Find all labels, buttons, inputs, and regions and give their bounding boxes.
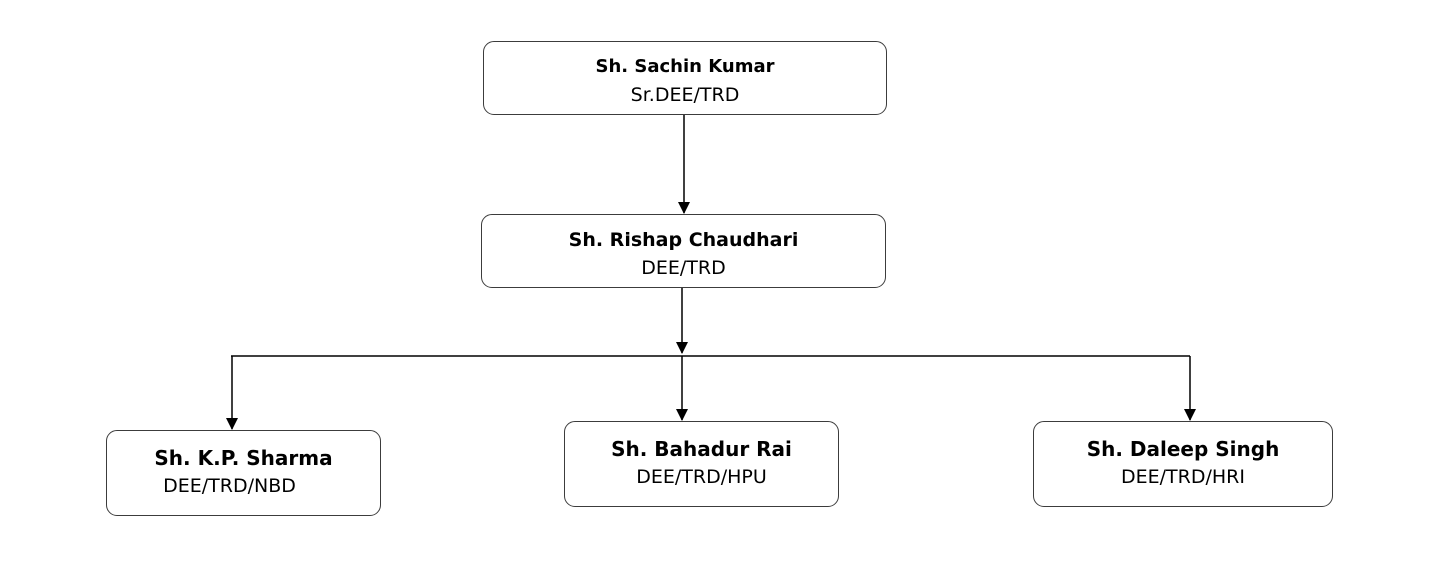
- org-node-child-right: Sh. Daleep Singh DEE/TRD/HRI: [1033, 421, 1333, 507]
- org-node-root: Sh. Sachin Kumar Sr.DEE/TRD: [483, 41, 887, 115]
- node-role: DEE/TRD/HRI: [1121, 466, 1245, 488]
- node-name: Sh. Rishap Chaudhari: [568, 229, 799, 251]
- node-role: DEE/TRD: [641, 257, 726, 279]
- node-role: DEE/TRD/NBD: [163, 475, 296, 497]
- org-node-child-left: Sh. K.P. Sharma DEE/TRD/NBD: [106, 430, 381, 516]
- node-name: Sh. Sachin Kumar: [595, 56, 775, 77]
- node-role: Sr.DEE/TRD: [630, 84, 740, 106]
- org-node-child-center: Sh. Bahadur Rai DEE/TRD/HPU: [564, 421, 839, 507]
- org-node-middle: Sh. Rishap Chaudhari DEE/TRD: [481, 214, 886, 288]
- node-name: Sh. Daleep Singh: [1086, 437, 1280, 461]
- node-name: Sh. K.P. Sharma: [154, 446, 333, 470]
- node-role: DEE/TRD/HPU: [636, 466, 767, 488]
- node-name: Sh. Bahadur Rai: [611, 437, 792, 461]
